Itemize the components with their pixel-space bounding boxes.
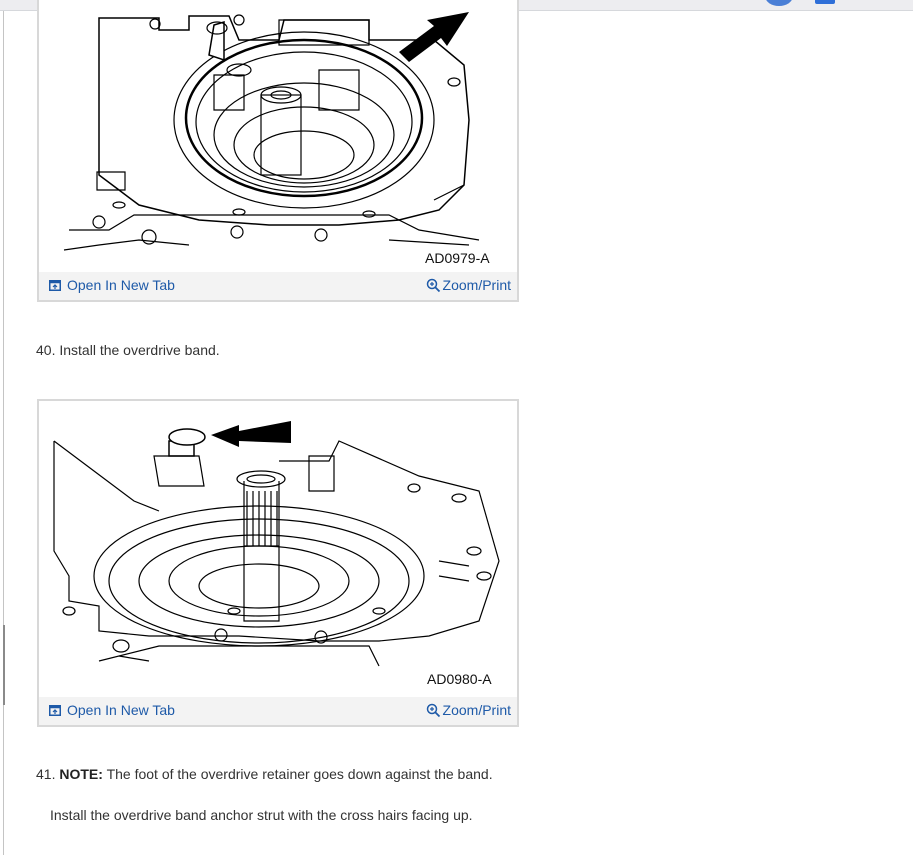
open-in-new-tab-label: Open In New Tab <box>67 702 175 718</box>
note-label: NOTE: <box>59 766 103 782</box>
figure-toolbar: Open In New Tab Zoom/Print <box>39 697 517 725</box>
extension-icon[interactable] <box>815 0 835 4</box>
figure-image-band-installed[interactable] <box>39 0 517 272</box>
step-text: Install the overdrive band. <box>59 342 220 358</box>
zoom-print-label: Zoom/Print <box>442 702 511 718</box>
illustration-overdrive-band-drum <box>63 12 480 251</box>
zoom-print-label: Zoom/Print <box>442 277 511 293</box>
open-in-new-tab-link[interactable]: Open In New Tab <box>49 277 175 293</box>
page-left-border <box>3 11 4 855</box>
step-40: 40. Install the overdrive band. <box>36 342 220 358</box>
figure-code-label: AD0980-A <box>427 671 492 687</box>
figure-ad0980: AD0980-A Open In New Tab Zoom/Print <box>37 399 519 727</box>
step-41-subtext: Install the overdrive band anchor strut … <box>50 807 473 823</box>
zoom-print-link[interactable]: Zoom/Print <box>426 277 511 293</box>
open-in-new-tab-link[interactable]: Open In New Tab <box>49 702 175 718</box>
open-new-tab-icon <box>49 704 61 716</box>
figure-ad0979: AD0979-A Open In New Tab Zoom/Print <box>37 0 519 302</box>
step-number: 40. <box>36 342 56 358</box>
figure-toolbar: Open In New Tab Zoom/Print <box>39 272 517 300</box>
figure-image-anchor-strut[interactable] <box>39 401 517 697</box>
zoom-in-icon <box>426 703 440 717</box>
open-new-tab-icon <box>49 279 61 291</box>
illustration-anchor-strut <box>53 421 500 667</box>
zoom-print-link[interactable]: Zoom/Print <box>426 702 511 718</box>
figure-code-label: AD0979-A <box>425 250 490 266</box>
scroll-indicator[interactable] <box>3 625 5 705</box>
step-text: The foot of the overdrive retainer goes … <box>106 766 493 782</box>
open-in-new-tab-label: Open In New Tab <box>67 277 175 293</box>
zoom-in-icon <box>426 278 440 292</box>
step-number: 41. <box>36 766 56 782</box>
step-41: 41. NOTE: The foot of the overdrive reta… <box>36 766 493 782</box>
profile-avatar-icon[interactable] <box>765 0 793 6</box>
